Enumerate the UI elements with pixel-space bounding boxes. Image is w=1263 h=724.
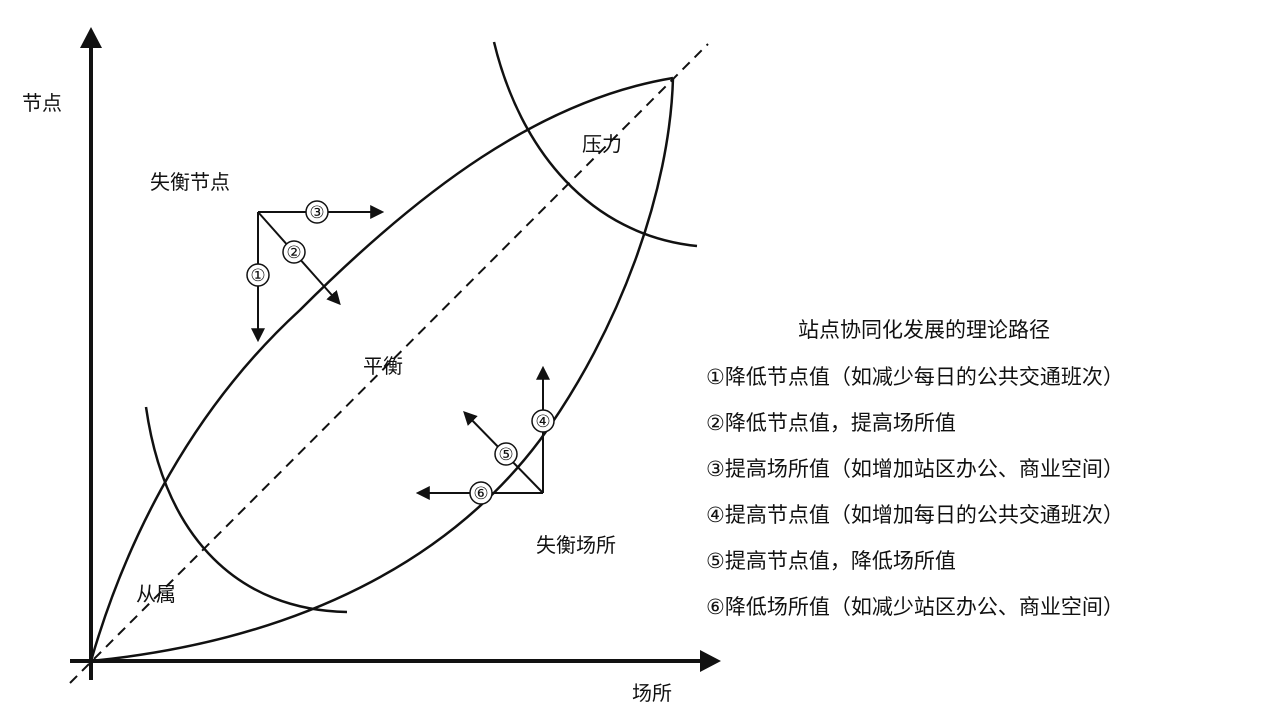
x-axis-label: 场所: [632, 681, 672, 705]
marker-5-text: ⑤: [498, 445, 513, 465]
marker-5: ⑤: [494, 442, 518, 466]
marker-2: ②: [282, 240, 306, 264]
lower-boundary-curve: [90, 77, 675, 663]
marker-2-text: ②: [286, 243, 301, 263]
legend-item-5: ⑤提高节点值，降低场所值: [706, 549, 956, 573]
marker-6: ⑥: [469, 481, 493, 505]
legend-item-3: ③提高场所值（如增加站区办公、商业空间）: [706, 457, 1124, 481]
legend-title: 站点协同化发展的理论路径: [798, 318, 1050, 342]
marker-1: ①: [246, 263, 270, 287]
y-axis-label: 节点: [22, 91, 62, 115]
marker-3: ③: [305, 200, 329, 224]
marker-1-text: ①: [250, 266, 265, 286]
legend-item-4: ④提高节点值（如增加每日的公共交通班次）: [706, 503, 1124, 527]
balance-diagonal: [69, 43, 709, 684]
label-balance: 平衡: [363, 354, 403, 378]
dependency-arc: [144, 406, 348, 614]
legend-item-6: ⑥降低场所值（如减少站区办公、商业空间）: [706, 595, 1124, 619]
marker-3-text: ③: [309, 203, 324, 223]
label-stress: 压力: [582, 132, 622, 156]
legend-item-1: ①降低节点值（如减少每日的公共交通班次）: [706, 365, 1124, 389]
label-unbalanced-place: 失衡场所: [536, 533, 616, 557]
marker-4: ④: [531, 409, 555, 433]
marker-4-text: ④: [535, 412, 550, 432]
marker-6-text: ⑥: [473, 484, 488, 504]
legend: 站点协同化发展的理论路径 ①降低节点值（如减少每日的公共交通班次） ②降低节点值…: [706, 314, 1246, 630]
x-axis-arrowhead: [700, 650, 721, 672]
y-axis-arrowhead: [80, 27, 102, 48]
label-unbalanced-node: 失衡节点: [150, 170, 230, 194]
legend-item-2: ②降低节点值，提高场所值: [706, 411, 956, 435]
upper-boundary-curve: [89, 76, 674, 662]
stress-arc: [492, 41, 698, 248]
label-dependency: 从属: [136, 582, 176, 606]
